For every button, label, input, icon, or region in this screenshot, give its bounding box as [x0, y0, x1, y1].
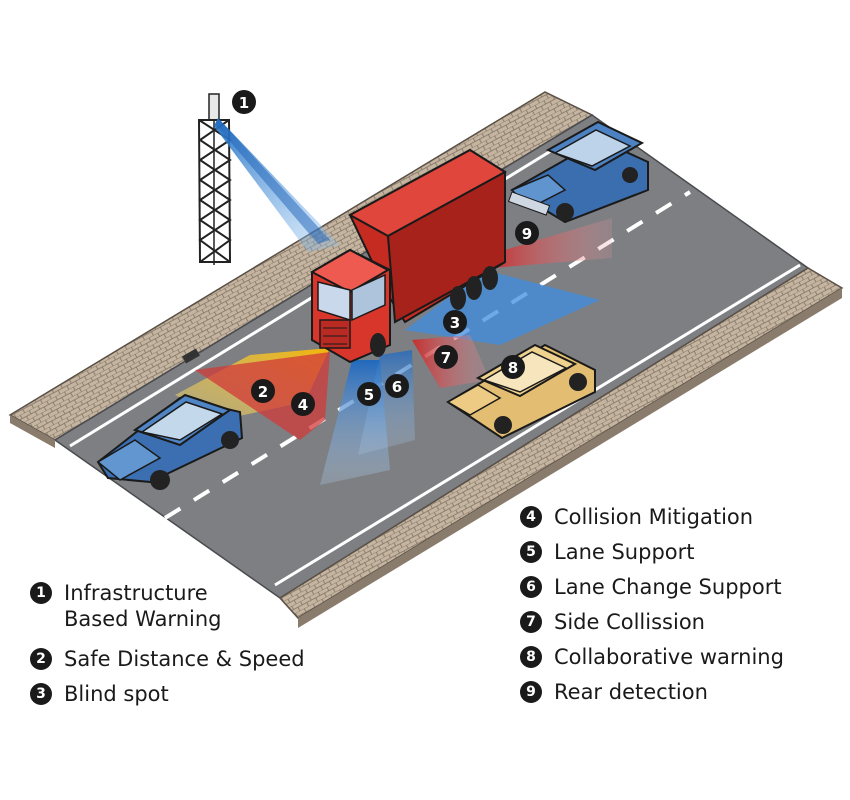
legend-label-4: Collision Mitigation	[554, 505, 754, 529]
legend-item-6: 6 Lane Change Support	[520, 574, 784, 609]
legend-item-1: 1 Infrastructure Based Warning	[30, 580, 305, 646]
badge-4: 4	[291, 392, 315, 416]
svg-text:6: 6	[392, 378, 402, 396]
legend-item-7: 7 Side Collission	[520, 609, 784, 644]
svg-text:2: 2	[258, 383, 268, 401]
infrastructure-tower-icon	[197, 93, 232, 265]
legend-item-4: 4 Collision Mitigation	[520, 504, 784, 539]
legend-label-2: Safe Distance & Speed	[64, 647, 305, 671]
rear-car-icon	[507, 120, 649, 224]
legend-left: 1 Infrastructure Based Warning 2 Safe Di…	[30, 580, 305, 716]
legend-label-5: Lane Support	[554, 540, 695, 564]
legend-label-1-line2: Based Warning	[64, 607, 222, 631]
legend-number-3: 3	[30, 683, 52, 705]
legend-item-9: 9 Rear detection	[520, 679, 784, 714]
road-edge-line-near	[274, 263, 801, 587]
badge-8: 8	[501, 355, 525, 379]
infrastructure-beam-core	[215, 118, 330, 244]
svg-text:8: 8	[508, 359, 518, 377]
legend-number-2: 2	[30, 648, 52, 670]
legend-number-9: 9	[520, 681, 542, 703]
legend-right: 4 Collision Mitigation 5 Lane Support 6 …	[520, 504, 784, 714]
svg-text:1: 1	[239, 94, 249, 112]
far-curb	[10, 415, 55, 448]
truck-icon	[309, 148, 507, 364]
svg-text:3: 3	[450, 314, 460, 332]
legend-number-8: 8	[520, 646, 542, 668]
svg-text:4: 4	[298, 396, 308, 414]
svg-text:5: 5	[364, 386, 374, 404]
svg-text:9: 9	[522, 225, 532, 243]
legend-item-2: 2 Safe Distance & Speed	[30, 646, 305, 681]
legend-label-1: Infrastructure	[64, 581, 208, 605]
legend-label-6: Lane Change Support	[554, 575, 782, 599]
legend-item-5: 5 Lane Support	[520, 539, 784, 574]
svg-text:7: 7	[441, 349, 451, 367]
collaborative-car-icon	[446, 343, 596, 440]
near-curb	[298, 288, 842, 628]
badge-7: 7	[434, 345, 458, 369]
badge-3: 3	[443, 310, 467, 334]
legend-number-7: 7	[520, 611, 542, 633]
legend-number-5: 5	[520, 541, 542, 563]
legend-number-6: 6	[520, 576, 542, 598]
legend-label-9: Rear detection	[554, 680, 708, 704]
legend-number-4: 4	[520, 506, 542, 528]
legend-item-8: 8 Collaborative warning	[520, 644, 784, 679]
badge-9: 9	[515, 221, 539, 245]
legend-item-3: 3 Blind spot	[30, 681, 305, 716]
front-car-icon	[96, 393, 244, 490]
legend-label-3: Blind spot	[64, 682, 169, 706]
badge-2: 2	[251, 379, 275, 403]
drain-grate	[182, 348, 200, 364]
legend-label-7: Side Collission	[554, 610, 705, 634]
badge-6: 6	[385, 374, 409, 398]
badge-5: 5	[357, 382, 381, 406]
legend-label-8: Collaborative warning	[554, 645, 784, 669]
badge-1: 1	[232, 90, 256, 114]
rear-detection-beam	[488, 218, 612, 268]
legend-number-1: 1	[30, 582, 52, 604]
